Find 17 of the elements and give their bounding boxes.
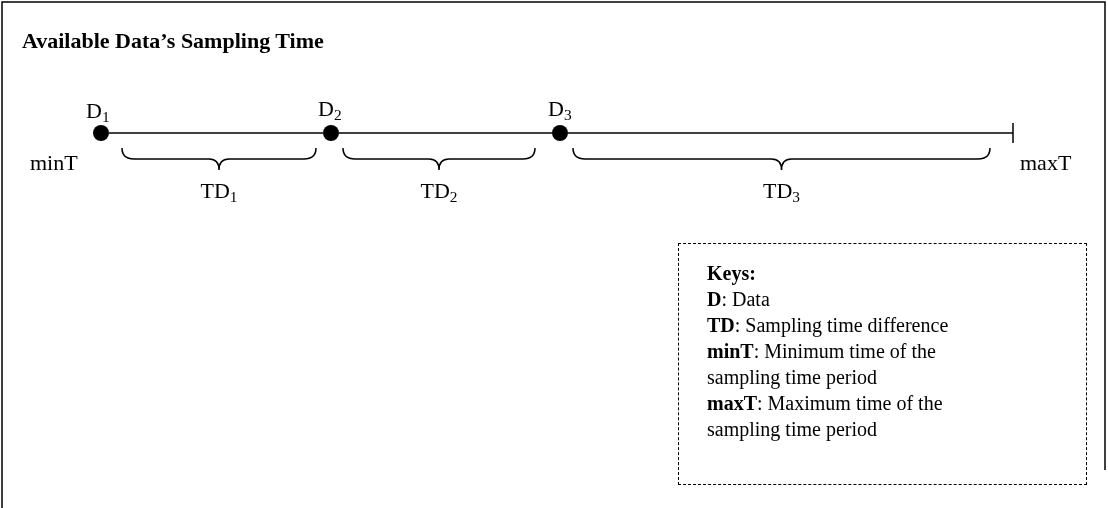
time-label: minT [30, 152, 78, 174]
timeline-segment [567, 132, 1014, 134]
interval-label: TD$_{1}$ [200, 180, 238, 205]
keys-box [678, 243, 1087, 485]
title: Available Data’s Sampling Time [22, 28, 324, 54]
point-label: D$_{1}$ [86, 100, 110, 125]
point-label: D$_{2}$ [318, 98, 342, 123]
key-entry: TD: Sampling time difference [707, 313, 950, 338]
keys-heading: Keys: [707, 261, 757, 286]
timeline-segment [108, 132, 324, 134]
key-entry: D: Data [707, 287, 771, 312]
point-label: D$_{3}$ [548, 98, 572, 123]
interval-label: TD$_{3}$ [763, 180, 800, 205]
timeline-segment [338, 132, 553, 134]
key-entry: maxT: Maximum time of the sampling time period [707, 391, 944, 442]
point-label: maxT [1020, 152, 1072, 174]
interval-label: TD$_{2}$ [420, 180, 458, 205]
